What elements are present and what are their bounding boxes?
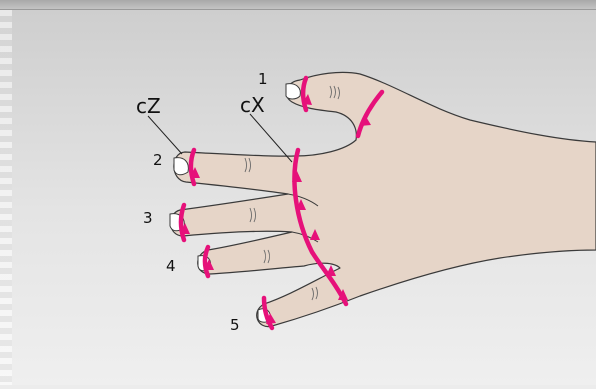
marker-arrows — [180, 94, 371, 324]
finger-gap-line — [287, 193, 319, 207]
label-finger-1: 1 — [258, 70, 268, 88]
marker-finger-3 — [178, 202, 187, 243]
top-bar — [0, 0, 596, 10]
knuckle-wrinkles — [244, 85, 340, 301]
marker-palm-arc — [292, 147, 349, 307]
label-finger-4: 4 — [166, 257, 176, 275]
marker-finger-2 — [188, 147, 197, 187]
marker-thumb-base — [355, 89, 385, 139]
marker-thumb-tip — [300, 75, 309, 113]
leader-line-cz — [147, 115, 183, 155]
leader-line-cx — [249, 113, 293, 163]
label-code-cx: cX — [240, 93, 265, 117]
label-finger-2: 2 — [153, 151, 163, 169]
left-edge-stripe — [0, 10, 12, 385]
nail-2 — [173, 157, 189, 176]
label-finger-3: 3 — [143, 209, 153, 227]
label-finger-5: 5 — [230, 316, 240, 334]
label-code-cz: cZ — [136, 94, 161, 118]
nail-1 — [285, 83, 301, 100]
measurement-markers — [178, 75, 385, 331]
marker-finger-4 — [202, 244, 211, 279]
marker-finger-5 — [261, 295, 275, 331]
